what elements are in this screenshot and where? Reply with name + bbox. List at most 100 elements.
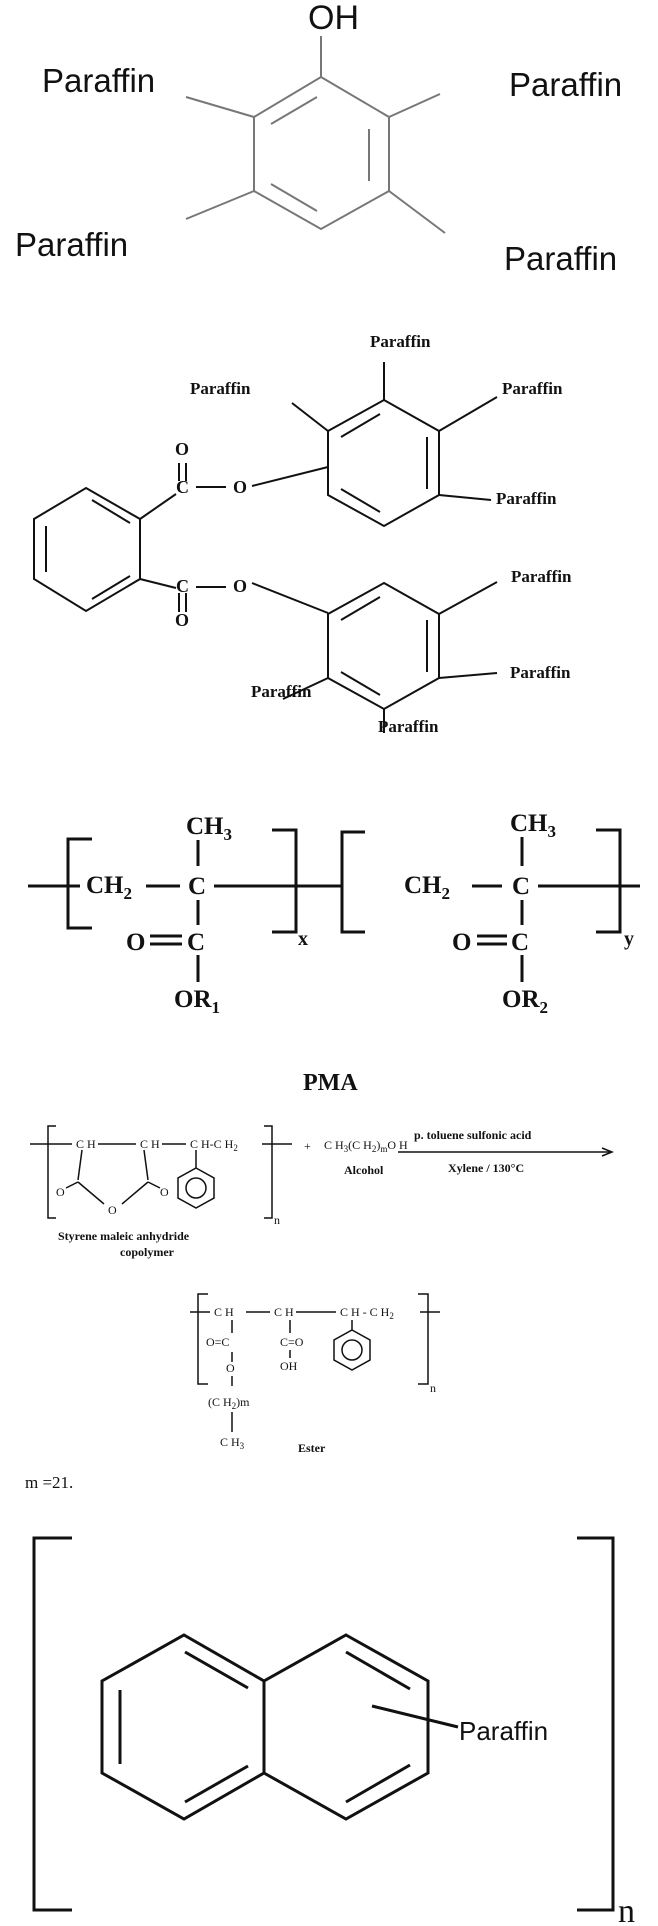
upper-carbonyl-o: O	[175, 439, 189, 459]
pma-1-c-center: C	[188, 873, 206, 900]
label-part: 1	[212, 998, 221, 1017]
anhydride-bond-2	[143, 1149, 149, 1181]
pma-bracket-2-left	[340, 830, 365, 934]
naphthalene-inner-5	[345, 1763, 411, 1804]
upper-ester-o: O	[233, 477, 247, 497]
reaction-arrow-head	[601, 1147, 615, 1157]
product-subscript-n: n	[430, 1381, 436, 1395]
lower-aryl-paraffin-right: Paraffin	[510, 663, 571, 682]
label-part: 3	[344, 1144, 349, 1154]
label-part: C H - C H	[340, 1305, 390, 1319]
naphthalene-left-ring	[100, 1633, 266, 1821]
pma-2-c-center: C	[512, 873, 530, 900]
copolymer-label-2: copolymer	[120, 1245, 175, 1259]
label-part: 3	[240, 1441, 245, 1451]
pma-1-ch3: CH3	[186, 813, 232, 844]
label-part: (C H	[208, 1395, 232, 1409]
pma-structure	[28, 828, 640, 982]
lower-carbonyl-c: C	[176, 576, 189, 596]
naphthalene-right-ring	[262, 1633, 430, 1821]
alcohol-label: Alcohol	[344, 1163, 384, 1177]
lower-aryl-paraffin-bottom: Paraffin	[378, 717, 439, 736]
conditions-label: Xylene / 130°C	[448, 1161, 524, 1175]
anhydride-co-right-o: O	[160, 1185, 169, 1199]
ring-to-lower-carbonyl	[139, 578, 177, 589]
reaction-plus: +	[304, 1139, 311, 1153]
upper-aryl-inner-1	[340, 413, 381, 438]
sma-bracket-right	[264, 1125, 273, 1219]
upper-carbonyl-c: C	[176, 477, 189, 497]
phenol-paraffin-bottom-left: Paraffin	[15, 226, 128, 263]
pma-1-subscript-x: x	[298, 928, 308, 950]
label-part: 2	[232, 1401, 237, 1411]
label-part: 2	[372, 1144, 377, 1154]
label-part: C H-C H	[190, 1137, 234, 1151]
ester-label: Ester	[298, 1441, 326, 1455]
sma-phenyl-ring	[177, 1167, 215, 1209]
anhydride-bond-4	[121, 1181, 149, 1205]
phenol-paraffin-top-left: Paraffin	[42, 62, 155, 99]
m-value: m =21.	[25, 1473, 73, 1492]
label-part: CH	[186, 813, 224, 840]
phthalate-benzene-ring	[33, 486, 141, 613]
naphthalene-subscript-n: n	[618, 1893, 635, 1926]
product-ch-1: C H	[214, 1305, 234, 1319]
upper-aryl-paraffin-lower-right: Paraffin	[496, 489, 557, 508]
anhydride-co-left	[65, 1181, 79, 1189]
lower-aryl-inner-3	[340, 671, 381, 696]
label-part: m	[380, 1144, 387, 1154]
pma-1-ch2: CH2	[86, 872, 132, 903]
label-part: C H	[220, 1435, 240, 1449]
label-part: OR	[174, 986, 212, 1013]
sma-phenyl-aromatic	[185, 1177, 207, 1199]
product-bracket-left	[197, 1293, 208, 1385]
pma-bracket-2-right	[596, 828, 622, 934]
lower-aryl-paraffin-upper-right: Paraffin	[511, 567, 572, 586]
label-part: )	[376, 1138, 380, 1152]
lower-ester-o: O	[233, 576, 247, 596]
paraffin-naphthalene-structure	[32, 1536, 615, 1912]
phenol-inner-bond-bottom-left	[270, 183, 318, 212]
anhydride-o: O	[108, 1203, 117, 1217]
sma-bracket-left	[47, 1125, 56, 1219]
pma-2-c-carbonyl: C	[511, 929, 529, 956]
label-part: (C H	[348, 1138, 372, 1152]
naphthalene-inner-3	[184, 1764, 249, 1804]
naphthalene-paraffin-bond	[371, 1704, 459, 1729]
label-part: 2	[442, 884, 451, 903]
phenol-oh-label: OH	[308, 0, 359, 37]
pma-2-or: OR2	[502, 986, 548, 1017]
naphthalene-bracket-right	[577, 1536, 615, 1912]
phenol-inner-bond-top-left	[270, 96, 318, 125]
upper-aryl-bond-lower-right	[438, 494, 492, 501]
paraffin-phthalate-structure	[33, 362, 498, 733]
phenol-bond-bottom-left	[185, 190, 255, 220]
sma-ch-2: C H	[140, 1137, 160, 1151]
pma-1-o-double: O	[126, 929, 145, 956]
catalyst-label: p. toluene sulfonic acid	[414, 1128, 532, 1142]
phthalate-inner-bond-3	[91, 575, 131, 600]
sma-subscript-n: n	[274, 1213, 280, 1227]
ring-to-upper-carbonyl	[139, 493, 177, 520]
anhydride-co-right	[147, 1181, 161, 1189]
anhydride-co-left-o: O	[56, 1185, 65, 1199]
upper-aryl-paraffin-right: Paraffin	[502, 379, 563, 398]
sma-ch-3: C H-C H2	[190, 1137, 238, 1153]
phenol-bond-top-right	[388, 93, 441, 118]
product-oh: OH	[280, 1359, 298, 1373]
label-part: 2	[540, 998, 549, 1017]
label-part: CH	[404, 872, 442, 899]
label-part: )m	[236, 1395, 250, 1409]
upper-aryl-bond-left	[291, 402, 329, 432]
pma-2-o-double: O	[452, 929, 471, 956]
pma-1-or: OR1	[174, 986, 220, 1017]
product-ch-3: C H - C H2	[340, 1305, 394, 1321]
phenol-paraffin-top-right: Paraffin	[509, 66, 622, 103]
upper-aryl-bond-right	[438, 396, 498, 432]
naphthalene-paraffin-label: Paraffin	[459, 1716, 548, 1746]
upper-aryl-ring	[327, 398, 440, 528]
lower-aryl-inner-1	[340, 596, 381, 621]
copolymer-label-1: Styrene maleic anhydride	[58, 1229, 190, 1243]
product-o: O	[226, 1361, 235, 1375]
